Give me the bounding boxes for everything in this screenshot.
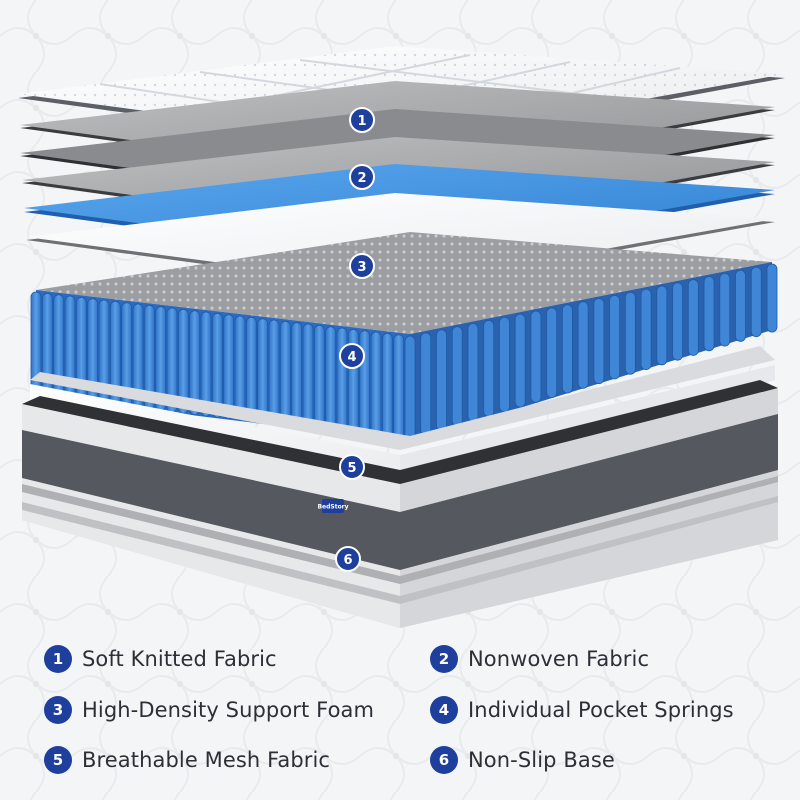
pocket-spring <box>393 334 405 440</box>
brand-tag-text: BedStory <box>317 504 348 511</box>
numbered-circle-icon: 3 <box>44 696 72 724</box>
marker-3-number: 3 <box>357 260 366 275</box>
pocket-spring <box>593 298 605 385</box>
pocket-spring <box>561 304 573 394</box>
marker-6: 6 <box>335 546 361 572</box>
pocket-spring <box>483 319 495 417</box>
pocket-spring <box>279 320 291 426</box>
layers-legend: 1 Soft Knitted Fabric 2 Nonwoven Fabric … <box>0 630 800 800</box>
pocket-spring <box>177 308 189 414</box>
legend-item-5: 5 Breathable Mesh Fabric <box>44 746 330 774</box>
pocket-spring <box>530 310 542 403</box>
pocket-spring <box>436 329 447 432</box>
legend-label: Breathable Mesh Fabric <box>82 748 331 772</box>
pocket-spring <box>451 326 463 427</box>
pocket-spring <box>200 311 212 417</box>
legend-label: Soft Knitted Fabric <box>82 647 277 671</box>
pocket-spring <box>467 323 479 422</box>
pocket-spring <box>302 323 314 429</box>
legend-label: Individual Pocket Springs <box>468 698 734 722</box>
pocket-spring <box>687 279 699 356</box>
marker-6-number: 6 <box>343 553 352 568</box>
pocket-spring <box>211 312 223 418</box>
pocket-spring <box>223 314 235 420</box>
marker-1: 1 <box>349 107 375 133</box>
pocket-spring <box>546 307 558 399</box>
pocket-spring <box>656 285 668 366</box>
pocket-spring <box>313 324 325 430</box>
marker-5: 5 <box>339 454 365 480</box>
pocket-spring <box>499 316 510 413</box>
legend-label: Nonwoven Fabric <box>468 647 650 671</box>
legend-label: Non-Slip Base <box>468 748 615 772</box>
pocket-spring <box>381 332 393 438</box>
pocket-spring <box>640 288 652 370</box>
legend-item-3: 3 High-Density Support Foam <box>44 696 374 724</box>
pocket-spring <box>359 330 371 436</box>
legend-item-2: 2 Nonwoven Fabric <box>430 645 649 673</box>
pocket-spring <box>624 291 636 375</box>
numbered-circle-icon: 4 <box>430 696 458 724</box>
legend-item-1: 1 Soft Knitted Fabric <box>44 645 277 673</box>
mattress-layers-illustration: BedStory 1 2 3 4 5 6 <box>18 46 785 628</box>
pocket-spring <box>268 319 280 425</box>
pocket-spring <box>257 318 269 424</box>
pocket-spring <box>577 301 589 389</box>
brand-tag <box>322 499 344 513</box>
marker-4-number: 4 <box>347 350 356 365</box>
pocket-spring <box>750 266 762 338</box>
marker-2: 2 <box>349 164 375 190</box>
numbered-circle-icon: 1 <box>44 645 72 673</box>
layer-non-slip-base: BedStory <box>22 380 778 628</box>
marker-3: 3 <box>349 253 375 279</box>
pocket-spring <box>766 263 778 333</box>
pocket-spring <box>609 294 621 380</box>
pocket-spring <box>404 335 416 441</box>
pocket-spring <box>325 326 337 432</box>
pocket-spring <box>719 272 731 347</box>
numbered-circle-icon: 6 <box>430 746 458 774</box>
numbered-circle-icon: 5 <box>44 746 72 774</box>
marker-5-number: 5 <box>347 461 356 476</box>
legend-item-6: 6 Non-Slip Base <box>430 746 615 774</box>
legend-item-4: 4 Individual Pocket Springs <box>430 696 734 724</box>
pocket-spring <box>291 322 303 428</box>
marker-1-number: 1 <box>357 114 366 129</box>
marker-4: 4 <box>339 343 365 369</box>
pocket-spring <box>514 313 526 408</box>
marker-2-number: 2 <box>357 171 366 186</box>
pocket-spring <box>703 276 715 352</box>
pocket-spring <box>336 327 348 433</box>
pocket-spring <box>234 315 246 421</box>
pocket-spring <box>672 282 683 361</box>
numbered-circle-icon: 2 <box>430 645 458 673</box>
pocket-spring <box>189 310 201 416</box>
pocket-spring <box>735 269 746 342</box>
pocket-spring <box>420 332 432 436</box>
pocket-spring <box>370 331 382 437</box>
legend-label: High-Density Support Foam <box>82 698 375 722</box>
pocket-spring <box>245 316 257 422</box>
